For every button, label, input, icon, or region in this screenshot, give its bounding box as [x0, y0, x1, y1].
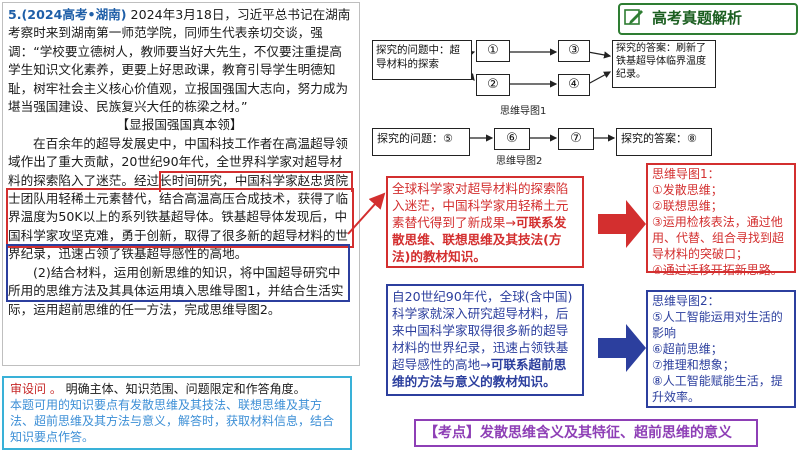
- passage-paragraph-2: (2)结合材料，运用创新思维的知识，将中国超导研究中所用的思维方法及其具体运用填…: [8, 264, 344, 317]
- tip-main: 明确主体、知识范围、问题限定和作答角度。: [65, 382, 306, 396]
- analysis-box-blue: 自20世纪90年代，全球(含中国)科学家就深入研究超导材料，后来中国科学家取得很…: [386, 284, 584, 396]
- answer2-line: ⑧人工智能赋能生活，提升效率。: [652, 374, 783, 404]
- header-badge: [618, 3, 798, 35]
- badge-title: 高考真题解析: [652, 9, 743, 27]
- mindmap1-connectors: [463, 48, 612, 88]
- pencil-note-icon: [624, 9, 643, 25]
- mindmap1-answer: 探究的答案：刷新了铁基超导体临界温度纪录。: [612, 40, 716, 88]
- mindmap2-caption: 思维导图2: [496, 156, 543, 167]
- p1-lead: 在百余年的超导发展史中，中国科技工作者在高温超导领域作出了重大贡献，: [8, 135, 348, 170]
- answer2-line: ⑥超前思维；: [652, 342, 723, 356]
- flow-arrows: [347, 192, 646, 372]
- blue-highlight-box: [6, 244, 350, 302]
- mindmap2-node-6: ⑥: [494, 128, 530, 150]
- mindmap1-caption: 思维导图1: [500, 106, 547, 117]
- answer2-line: 思维导图2：: [652, 294, 720, 308]
- mindmap2-question: 探究的问题：⑤: [372, 128, 470, 156]
- passage-subtitle: 【显报国强国真本领】: [116, 117, 243, 133]
- red-highlight-top: [159, 171, 353, 192]
- answer2-line: ⑦推理和想象；: [652, 358, 735, 372]
- answer1-line: 思维导图1：: [652, 167, 720, 181]
- answer1-line: ④通过迁移开拓新思路。: [652, 263, 783, 277]
- analysis-box-red: 全球科学家对超导材料的探索陷入迷茫，中国科学家用轻稀土元素替代得到了新成果→可联…: [386, 176, 584, 268]
- keypoint-box: [414, 419, 758, 447]
- analysis-blue-text: 自20世纪90年代，全球(含中国)科学家就深入研究超导材料，后来中国科学家取得很…: [392, 289, 573, 372]
- answer-box-mindmap2: 思维导图2： ⑤人工智能运用对生活的影响 ⑥超前思维； ⑦推理和想象； ⑧人工智…: [646, 290, 796, 408]
- question-tip-text: 审设问 。 明确主体、知识范围、问题限定和作答角度。 本题可用的知识要点有发散思…: [10, 381, 340, 445]
- tip-detail: 本题可用的知识要点有发散思维及其技法、联想思维及其方法、超前思维及其方法与意义，…: [10, 398, 335, 444]
- answer2-line: ⑤人工智能运用对生活的影响: [652, 310, 783, 340]
- passage-panel: [2, 2, 360, 366]
- tip-label: 审设问 。: [10, 382, 62, 396]
- p1-red-segment: 20世纪90年代，全世界科学家对超导材料的探索陷入了迷茫。经过长时间研究，中国科…: [8, 154, 349, 225]
- passage-text: 5.(2024高考•湖南) 2024年3月18日，习近平总书记在湖南考察时来到湖…: [8, 6, 351, 319]
- analysis-red-text: 全球科学家对超导材料的探索陷入迷茫，中国科学家用轻稀土元素替代得到了新成果→: [392, 181, 569, 230]
- mindmap1-node-2: ②: [476, 74, 510, 96]
- answer1-line: ②联想思维；: [652, 199, 723, 213]
- mindmap1-node-4: ④: [558, 74, 590, 96]
- mindmap1-node-3: ③: [558, 40, 590, 62]
- p1-blue-segment: 铁基超导体发现后，中国科学家攻坚克难，勇于创新，取得了很多新的超导材料的世界纪录…: [8, 209, 349, 262]
- mindmap2-node-7: ⑦: [558, 128, 594, 150]
- red-highlight-box: [6, 188, 354, 248]
- answer-box-mindmap1: 思维导图1： ①发散思维； ②联想思维； ③运用检核表法，通过他用、代替、组合寻…: [646, 163, 796, 277]
- mindmap1-node-1: ①: [476, 40, 510, 62]
- mindmap2-answer: 探究的答案：⑧: [616, 128, 712, 156]
- passage-intro: 5.(2024高考•湖南) 2024年3月18日，习近平总书记在湖南考察时来到湖…: [8, 6, 351, 116]
- answer1-line: ③运用检核表法，通过他用、代替、组合寻找到超导材料的突破口；: [652, 215, 785, 261]
- analysis-blue-bold: 可联系超前思维的方法与意义的教材知识。: [392, 357, 567, 389]
- question-number: 5.(2024高考•湖南): [8, 7, 127, 22]
- keypoint-text: 【考点】发散思维含义及其特征、超前思维的意义: [424, 425, 732, 441]
- analysis-red-bold: 可联系发散思维、联想思维及其技法(方法)的教材知识。: [392, 215, 567, 264]
- intro-text: 2024年3月18日，习近平总书记在湖南考察时来到湖南第一师范学院，同师生代表亲…: [8, 7, 351, 115]
- question-tip-box: [2, 376, 352, 450]
- mindmap1-question: 探究的问题中：超导材料的探索: [372, 40, 472, 80]
- answer1-line: ①发散思维；: [652, 183, 723, 197]
- passage-paragraph-1: 在百余年的超导发展史中，中国科技工作者在高温超导领域作出了重大贡献，20世纪90…: [8, 135, 351, 264]
